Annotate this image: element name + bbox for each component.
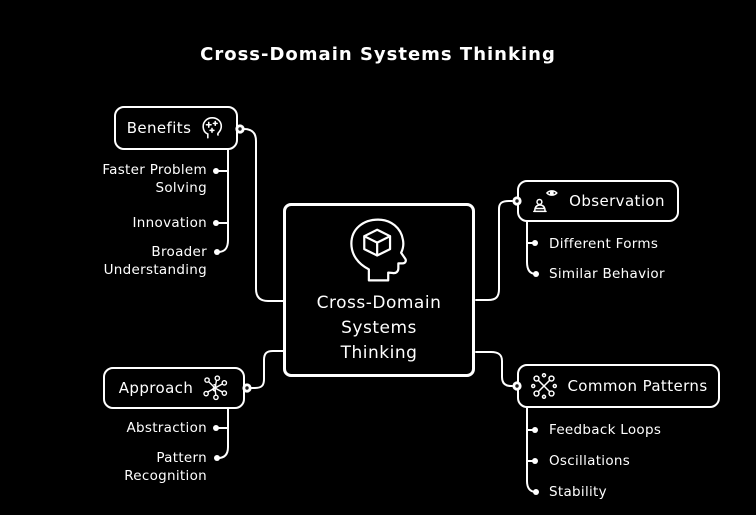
observation-node-label: Observation	[569, 192, 665, 210]
benefits-item-faster-problem-solving: Faster Problem Solving	[102, 162, 207, 196]
common-patterns-item-oscillations: Oscillations	[549, 453, 631, 469]
observation-node[interactable]: Observation	[517, 180, 679, 222]
page-title: Cross-Domain Systems Thinking	[200, 44, 556, 65]
pattern-network-icon	[529, 371, 559, 401]
common-patterns-node[interactable]: Common Patterns	[517, 364, 720, 408]
idea-network-icon	[201, 374, 229, 402]
brain-plus-icon	[199, 115, 225, 141]
observation-branch-line	[526, 221, 537, 275]
central-node[interactable]: Cross-Domain Systems Thinking	[283, 203, 475, 377]
approach-node-label: Approach	[118, 379, 194, 397]
approach-connector	[250, 350, 285, 389]
benefits-node[interactable]: Benefits	[114, 106, 238, 150]
observer-eye-icon	[531, 185, 561, 217]
approach-item-pattern-recognition: Pattern Recognition	[124, 450, 207, 484]
benefits-item-innovation: Innovation	[132, 215, 207, 231]
approach-branch-line	[217, 408, 229, 459]
central-node-label: Cross-Domain Systems Thinking	[316, 292, 442, 363]
common-patterns-branch-line	[526, 407, 537, 493]
benefits-node-label: Benefits	[126, 119, 192, 137]
benefits-connector	[243, 128, 285, 302]
common-patterns-connector	[475, 351, 513, 387]
observation-item-similar-behavior: Similar Behavior	[549, 266, 665, 282]
common-patterns-item-stability: Stability	[549, 484, 607, 500]
observation-connector	[475, 200, 513, 301]
benefits-item-broader-understanding: Broader Understanding	[103, 244, 207, 278]
common-patterns-node-label: Common Patterns	[567, 377, 708, 395]
approach-item-abstraction: Abstraction	[126, 420, 207, 436]
benefits-branch-line	[217, 149, 229, 253]
approach-node[interactable]: Approach	[103, 367, 245, 409]
common-patterns-item-feedback-loops: Feedback Loops	[549, 422, 662, 438]
observation-item-different-forms: Different Forms	[549, 236, 659, 252]
head-cube-icon	[340, 215, 418, 285]
